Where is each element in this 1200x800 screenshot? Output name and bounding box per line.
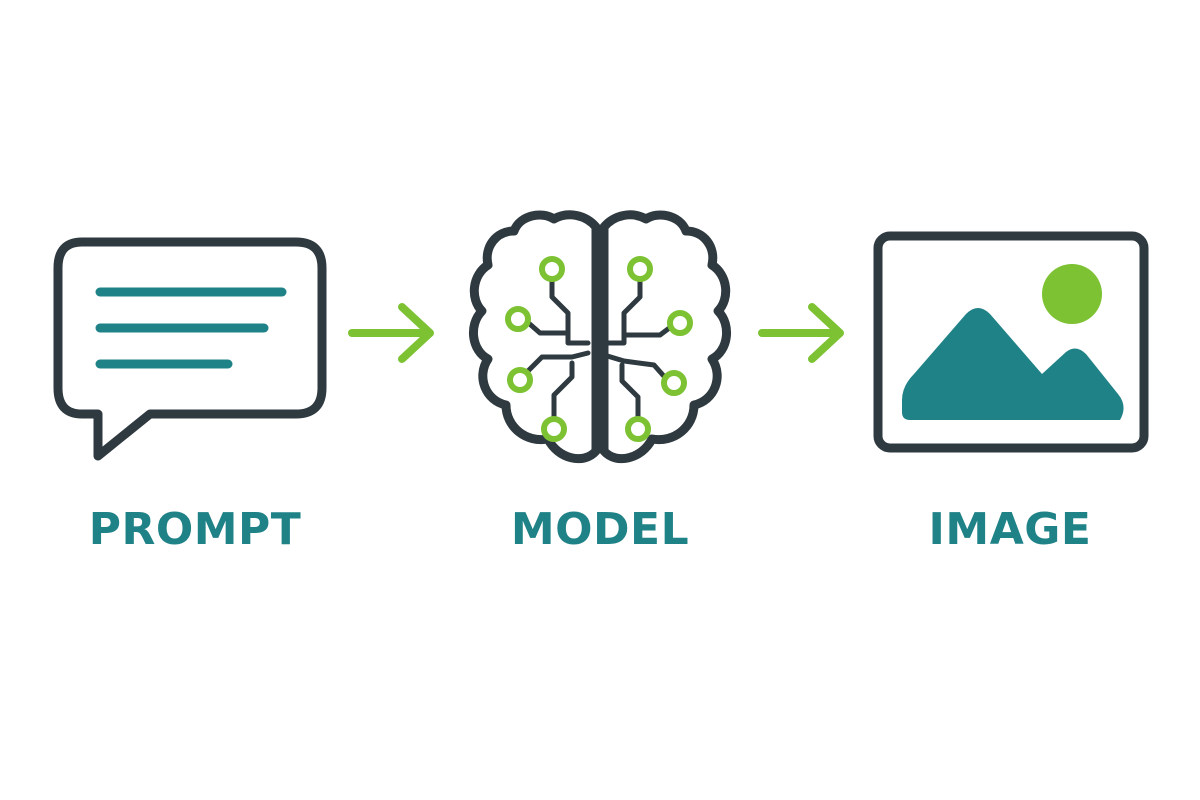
arrow-right-icon [758, 303, 844, 363]
chat-bubble-icon [53, 237, 327, 461]
step-label-model: MODEL [510, 504, 690, 555]
mountain-icon [902, 308, 1124, 420]
picture-icon [873, 231, 1149, 453]
arrow-right-icon [348, 303, 434, 363]
step-label-prompt: PROMPT [88, 504, 302, 555]
step-label-image: IMAGE [928, 504, 1092, 555]
sun-icon [1042, 264, 1102, 324]
brain-circuit-icon [469, 210, 731, 464]
